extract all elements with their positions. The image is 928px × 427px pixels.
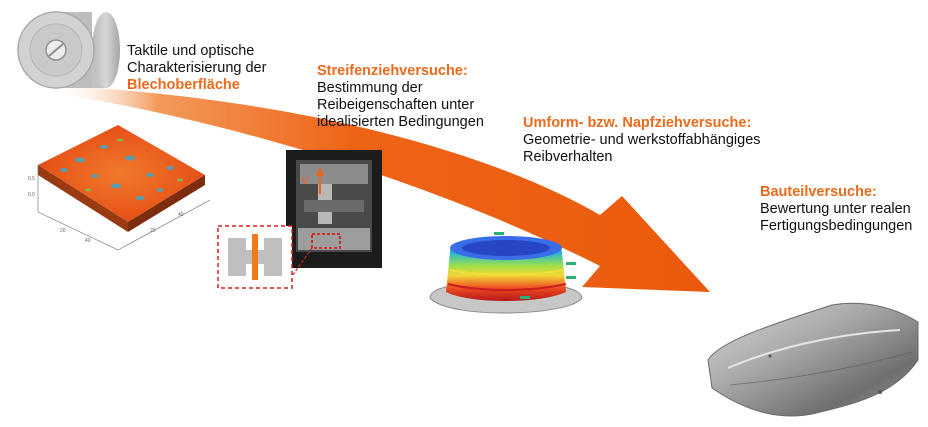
- block2-title: Streifenziehversuche:: [317, 63, 468, 79]
- block1-highlight: Blechoberfläche: [127, 77, 240, 93]
- svg-text:0.0: 0.0: [28, 192, 35, 198]
- svg-text:20: 20: [150, 228, 156, 234]
- sheet-metal-coil-icon: [17, 11, 120, 89]
- block4-title: Bauteilversuche:: [760, 184, 877, 200]
- block3-line2: Reibverhalten: [523, 149, 613, 165]
- block4-line2: Fertigungsbedingungen: [760, 218, 913, 234]
- block2-line2: Reibeigenschaften unter: [317, 97, 475, 113]
- block3-title: Umform- bzw. Napfziehversuche:: [523, 115, 752, 131]
- svg-text:40: 40: [178, 212, 184, 218]
- svg-text:40: 40: [85, 238, 91, 244]
- block2-line1: Bestimmung der: [317, 80, 423, 96]
- strip-test-detail-callout: [217, 225, 293, 289]
- callout-connector: [291, 247, 313, 277]
- svg-text:0.5: 0.5: [28, 176, 35, 182]
- block1-line1: Taktile und optische: [127, 43, 255, 59]
- block2-line3: idealisierten Bedingungen: [317, 114, 484, 130]
- svg-text:20: 20: [60, 228, 66, 234]
- block3-line1: Geometrie- und werkstoffabhängiges: [523, 132, 761, 148]
- component-test-text: Bauteilversuche: Bewertung unter realen …: [760, 184, 912, 235]
- deep-drawn-cup-strain-scan: [429, 232, 583, 314]
- block1-line2: Charakterisierung der: [127, 60, 267, 76]
- velocity-label: v: [302, 172, 309, 187]
- cup-drawing-test-text: Umform- bzw. Napfziehversuche: Geometrie…: [523, 115, 761, 166]
- car-hood-component: [707, 302, 919, 417]
- surface-characterization-text: Taktile und optische Charakterisierung d…: [127, 43, 266, 94]
- surface-topography-3d-plot: 0.5 0.0 20 40 20 40: [28, 125, 211, 251]
- strip-drawing-test-rig-photo: v: [286, 150, 382, 268]
- strip-drawing-test-text: Streifenziehversuche: Bestimmung der Rei…: [317, 63, 484, 131]
- block4-line1: Bewertung unter realen: [760, 201, 911, 217]
